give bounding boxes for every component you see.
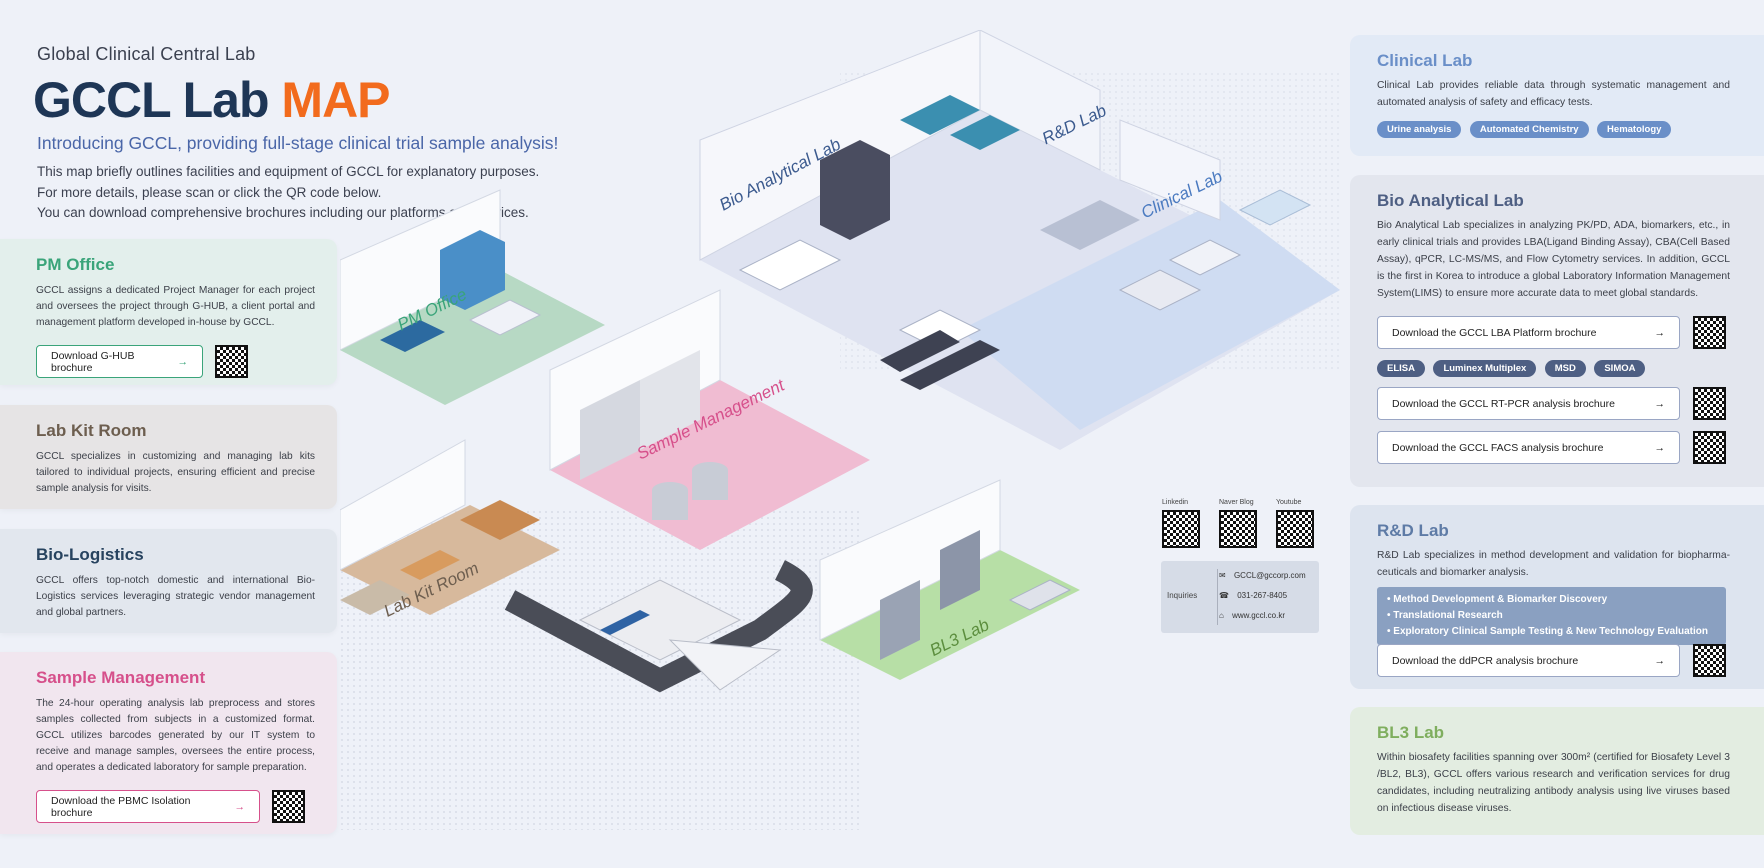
rnd-bullet: • Exploratory Clinical Sample Testing & … [1387,626,1708,637]
intro-line: You can download comprehensive brochures… [37,205,529,220]
contact-web-row[interactable]: ⌂ www.gccl.co.kr [1219,611,1285,620]
download-lba-button[interactable]: Download the GCCL LBA Platform brochure … [1377,316,1680,349]
rnd-lab-card: R&D Lab R&D Lab specializes in method de… [1350,505,1764,689]
inquiries-label: Inquiries [1167,591,1198,600]
linkedin-qr-code[interactable] [1162,510,1200,548]
download-pbmc-label: Download the PBMC Isolation brochure [51,794,191,819]
sample-management-title: Sample Management [36,668,206,687]
download-rtpcr-label: Download the GCCL RT-PCR analysis brochu… [1392,397,1615,410]
bio-analytical-title: Bio Analytical Lab [1377,191,1524,210]
download-lba-label: Download the GCCL LBA Platform brochure [1392,326,1597,339]
header-subtitle: Global Clinical Central Lab [37,44,256,64]
arrow-right-icon: → [234,800,246,813]
divider [1217,569,1218,625]
intro-line: This map briefly outlines facilities and… [37,164,540,179]
download-facs-button[interactable]: Download the GCCL FACS analysis brochure… [1377,431,1680,464]
bl3-lab-card: BL3 Lab Within biosafety facilities span… [1350,707,1764,835]
ddpcr-qr-code[interactable] [1693,644,1726,677]
rnd-bullets-box: • Method Development & Biomarker Discove… [1377,587,1726,645]
intro-heading: Introducing GCCL, providing full-stage c… [37,133,559,153]
download-ghub-button[interactable]: Download G-HUB brochure → [36,345,203,378]
naver-blog-qr-code[interactable] [1219,510,1257,548]
pm-office-card: PM Office GCCL assigns a dedicated Proje… [0,239,337,385]
contact-web: www.gccl.co.kr [1232,611,1285,620]
pill-hematology: Hematology [1597,121,1672,138]
bio-logistics-desc: GCCL offers top-notch domestic and inter… [36,575,315,618]
clinical-lab-desc: Clinical Lab provides reliable data thro… [1377,80,1730,108]
phone-icon: ☎ [1219,591,1229,600]
youtube-qr-code[interactable] [1276,510,1314,548]
download-ddpcr-button[interactable]: Download the ddPCR analysis brochure → [1377,644,1680,677]
contact-phone: 031-267-8405 [1237,591,1288,600]
bio-logistics-title: Bio-Logistics [36,545,144,564]
ghub-qr-code[interactable] [215,345,248,378]
rnd-bullet: • Method Development & Biomarker Discove… [1387,594,1608,605]
clinical-floor [960,200,1340,430]
bio-analytical-desc: Bio Analytical Lab specializes in analyz… [1377,220,1730,299]
title-gccl-lab: GCCL Lab [33,72,282,128]
lab-map-illustration [340,30,1340,830]
rnd-lab-desc: R&D Lab specializes in method developmen… [1377,550,1730,578]
pm-office-title: PM Office [36,255,115,274]
contact-email: GCCL@gccorp.com [1233,571,1306,580]
arrow-right-icon: → [177,355,189,368]
sample-management-card: Sample Management The 24-hour operating … [0,652,337,834]
bio-analytical-lab-card: Bio Analytical Lab Bio Analytical Lab sp… [1350,175,1764,487]
intro-text: This map briefly outlines facilities and… [37,162,539,224]
pill-elisa: ELISA [1377,360,1425,377]
download-facs-label: Download the GCCL FACS analysis brochure [1392,441,1604,454]
lab-kit-desc: GCCL specializes in customizing and mana… [36,451,315,494]
rnd-bullet: • Translational Research [1387,610,1503,621]
bio-analytical-pills: ELISA Luminex Multiplex MSD SIMOA [1377,358,1649,377]
pbmc-qr-code[interactable] [272,790,305,823]
youtube-label: Youtube [1276,499,1302,506]
arrow-right-icon: → [1654,397,1666,410]
pill-luminex: Luminex Multiplex [1433,360,1537,377]
arrow-right-icon: → [1654,441,1666,454]
arrow-right-icon: → [1654,654,1666,667]
clinical-lab-title: Clinical Lab [1377,51,1473,70]
contact-email-row[interactable]: ✉ GCCL@gccorp.com [1219,571,1306,580]
lba-qr-code[interactable] [1693,316,1726,349]
download-ddpcr-label: Download the ddPCR analysis brochure [1392,654,1579,667]
download-pbmc-button[interactable]: Download the PBMC Isolation brochure → [36,790,260,823]
bl3-lab-desc: Within biosafety facilities spanning ove… [1377,752,1730,814]
rtpcr-qr-code[interactable] [1693,387,1726,420]
bio-logistics-card: Bio-Logistics GCCL offers top-notch dome… [0,529,337,633]
sample-management-desc: The 24-hour operating analysis lab prepr… [36,698,315,773]
facs-qr-code[interactable] [1693,431,1726,464]
pm-office-desc: GCCL assigns a dedicated Project Manager… [36,285,315,328]
envelope-icon: ✉ [1219,571,1226,580]
arrow-right-icon: → [1654,326,1666,339]
contact-phone-row[interactable]: ☎ 031-267-8405 [1219,591,1287,600]
naver-blog-label: Naver Blog [1219,499,1254,506]
rnd-lab-title: R&D Lab [1377,521,1449,540]
page-title: GCCL Lab MAP [33,70,391,130]
lab-kit-room-card: Lab Kit Room GCCL specializes in customi… [0,405,337,509]
download-rtpcr-button[interactable]: Download the GCCL RT-PCR analysis brochu… [1377,387,1680,420]
linkedin-label: Linkedin [1162,499,1189,506]
lab-kit-title: Lab Kit Room [36,421,147,440]
pill-msd: MSD [1544,360,1586,377]
pm-office-floor [340,270,605,405]
bl3-lab-title: BL3 Lab [1377,723,1445,742]
home-icon: ⌂ [1219,611,1224,620]
clinical-lab-card: Clinical Lab Clinical Lab provides relia… [1350,35,1764,156]
title-map: MAP [281,72,390,128]
pill-urine-analysis: Urine analysis [1377,121,1462,138]
intro-line: For more details, please scan or click t… [37,184,382,200]
download-ghub-label: Download G-HUB brochure [51,349,135,374]
inquiries-box: Inquiries ✉ GCCL@gccorp.com ☎ 031-267-84… [1161,561,1319,633]
pill-automated-chemistry: Automated Chemistry [1469,121,1589,138]
pill-simoa: SIMOA [1594,360,1646,377]
